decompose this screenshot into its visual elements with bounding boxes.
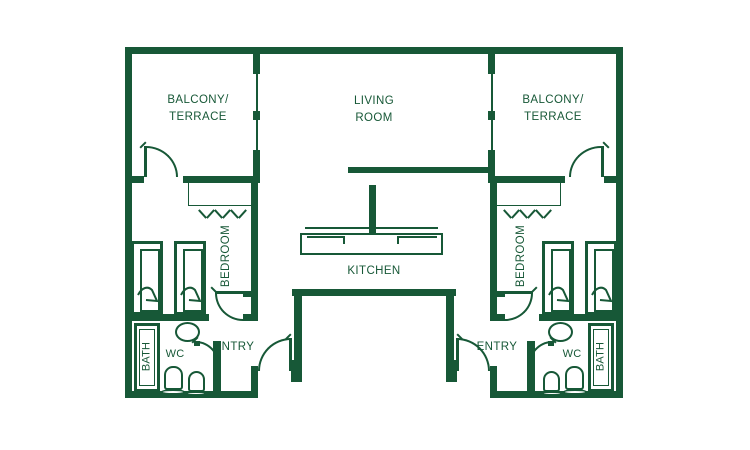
wall-right bbox=[616, 47, 623, 398]
bedroom-wall-left-vertical bbox=[251, 183, 258, 321]
kitchen-appliance-left bbox=[307, 236, 345, 238]
corridor-wall-right-foot bbox=[446, 360, 457, 382]
kitchen-counter-backline bbox=[305, 227, 438, 229]
toilet bbox=[565, 366, 584, 390]
terrace-door-right-arc bbox=[569, 146, 601, 177]
corridor-wall-right-leg bbox=[446, 289, 454, 382]
balcony-wall-left-stub bbox=[132, 176, 144, 183]
corridor-wall-top bbox=[292, 289, 456, 296]
bed-sheet-fold-icon bbox=[548, 286, 570, 303]
divider-left-top bbox=[253, 54, 260, 74]
living-room-line1: LIVING bbox=[353, 95, 395, 107]
closet-left-hanger-dash bbox=[238, 209, 247, 219]
divider-right-node bbox=[488, 111, 495, 120]
kitchen-appliance-right bbox=[397, 236, 399, 244]
wc-wall-right bbox=[527, 341, 535, 398]
bidet-base bbox=[542, 391, 562, 396]
room-label-balcony-left: BALCONY/ TERRACE bbox=[138, 92, 258, 126]
wall-left bbox=[125, 47, 132, 398]
divider-left-bottom bbox=[253, 150, 260, 183]
kitchen-bar-wall bbox=[348, 167, 494, 173]
divider-right-top bbox=[488, 54, 495, 74]
bidet-base bbox=[186, 391, 206, 396]
terrace-door-left-leaf bbox=[144, 146, 147, 177]
room-label-wc-left: WC bbox=[165, 348, 185, 360]
bedroom-door-right-stub bbox=[497, 291, 505, 297]
bidet bbox=[543, 371, 560, 392]
room-label-bedroom-right: BEDROOM bbox=[515, 224, 527, 288]
bath-wall-right bbox=[539, 314, 618, 321]
bathtub-inner bbox=[593, 329, 609, 386]
bed-mattress bbox=[140, 249, 160, 312]
toilet-base bbox=[161, 389, 185, 395]
balcony-wall-right-stub bbox=[604, 176, 618, 183]
bath-wall-left-corner bbox=[243, 314, 258, 321]
divider-left-node bbox=[253, 111, 260, 120]
room-label-entry-right: ENTRY bbox=[476, 341, 518, 353]
terrace-door-left-arc bbox=[146, 146, 178, 177]
room-label-balcony-right: BALCONY/ TERRACE bbox=[493, 92, 613, 126]
wall-top bbox=[125, 47, 623, 54]
room-label-wc-right: WC bbox=[562, 348, 582, 360]
divider-right-bottom bbox=[488, 150, 495, 183]
balcony-right-line1: BALCONY/ bbox=[522, 94, 584, 106]
bathtub-inner bbox=[139, 329, 155, 386]
bedroom-door-right-leaf bbox=[505, 291, 533, 294]
toilet-base bbox=[563, 389, 587, 395]
balcony-left-line2: TERRACE bbox=[169, 111, 227, 123]
wc-wall-left bbox=[213, 341, 221, 398]
bath-wall-right-corner bbox=[490, 314, 505, 321]
bedroom-door-left-arc bbox=[215, 293, 243, 321]
bedroom-door-left-stub bbox=[243, 291, 251, 297]
bidet bbox=[188, 371, 205, 392]
balcony-left-line1: BALCONY/ bbox=[167, 94, 229, 106]
bed-mattress bbox=[551, 249, 571, 312]
room-label-bedroom-left: BEDROOM bbox=[220, 224, 232, 288]
kitchen-appliance-left bbox=[343, 236, 345, 244]
bedroom-wall-right-vertical bbox=[490, 183, 497, 321]
entry-jamb-right bbox=[490, 366, 497, 391]
room-label-entry-left: ENTRY bbox=[213, 341, 255, 353]
bed bbox=[174, 241, 206, 315]
room-label-bath-right: BATH bbox=[594, 341, 607, 372]
room-label-kitchen: KITCHEN bbox=[347, 265, 401, 277]
balcony-right-line2: TERRACE bbox=[524, 111, 582, 123]
bed bbox=[585, 241, 617, 315]
bed-sheet-fold-icon bbox=[137, 286, 159, 303]
living-room-line2: ROOM bbox=[355, 112, 393, 124]
closet-right-hanger-dash bbox=[543, 209, 552, 219]
bed-mattress bbox=[594, 249, 614, 312]
room-label-living-room: LIVING ROOM bbox=[314, 93, 434, 127]
kitchen-stub-wall bbox=[369, 185, 376, 233]
closet-right bbox=[495, 183, 561, 206]
entry-jamb-left bbox=[251, 366, 258, 391]
bath-wall-left bbox=[132, 314, 209, 321]
bedroom-door-left-leaf bbox=[215, 291, 243, 294]
closet-left bbox=[188, 183, 253, 206]
room-label-bath-left: BATH bbox=[140, 341, 153, 372]
bed-sheet-fold-icon bbox=[180, 286, 202, 303]
bedroom-door-left-hinge-tick bbox=[210, 286, 218, 294]
kitchen-counter bbox=[300, 233, 443, 255]
sink bbox=[175, 322, 200, 342]
kitchen-appliance-right bbox=[398, 236, 437, 238]
corridor-wall-left-leg bbox=[294, 289, 302, 382]
bed bbox=[131, 241, 163, 315]
terrace-door-right-leaf bbox=[601, 146, 604, 177]
bed-sheet-fold-icon bbox=[591, 286, 613, 303]
corridor-wall-left-foot bbox=[291, 360, 302, 382]
sink bbox=[548, 322, 573, 342]
bedroom-door-right-arc bbox=[505, 293, 533, 321]
bedroom-door-right-hinge-tick bbox=[530, 286, 538, 294]
balcony-wall-left bbox=[183, 176, 260, 183]
balcony-wall-right bbox=[488, 176, 565, 183]
toilet bbox=[164, 366, 183, 390]
bed-mattress bbox=[183, 249, 203, 312]
bed bbox=[542, 241, 574, 315]
